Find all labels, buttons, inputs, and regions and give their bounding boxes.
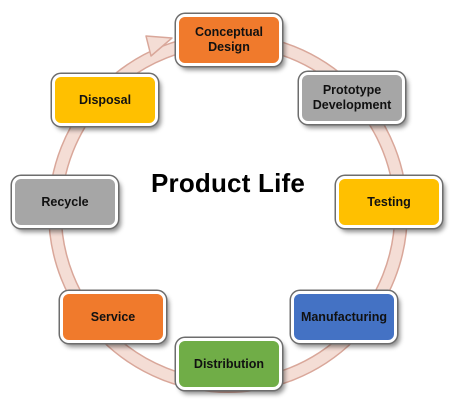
stage-recycle: Recycle <box>12 176 118 228</box>
stage-label: Manufacturing <box>300 309 388 324</box>
stage-label: Testing <box>367 194 411 209</box>
stage-service: Service <box>60 291 166 343</box>
stage-label: Disposal <box>78 92 132 107</box>
stage-testing: Testing <box>336 176 442 228</box>
stage-manufacturing: Manufacturing <box>291 291 397 343</box>
stage-label: Recycle <box>41 194 89 209</box>
stage-distribution: Distribution <box>176 338 282 390</box>
center-title: Product Life <box>150 168 306 198</box>
stage-disposal: Disposal <box>52 74 158 126</box>
stage-label: Distribution <box>193 356 265 371</box>
stage-label: Service <box>90 309 136 324</box>
cycle-arrow-head <box>145 35 173 57</box>
